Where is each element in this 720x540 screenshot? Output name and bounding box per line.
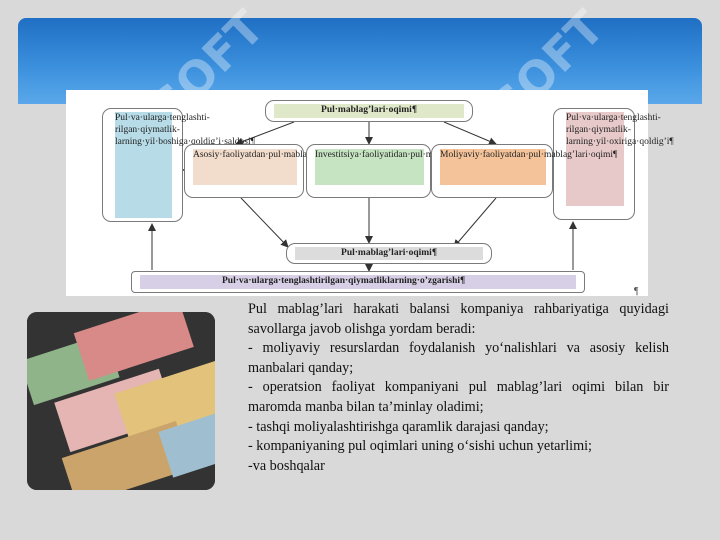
operating-activity-label: Asosiy·faoliyatdan·pul·mablag’lari·oqimi… bbox=[193, 149, 357, 185]
net-cash-flow-label: Pul·mablag’lari·oqimi¶ bbox=[295, 247, 483, 260]
net-cash-flow-box: Pul·mablag’lari·oqimi¶ bbox=[286, 243, 492, 264]
diagram-arrows bbox=[148, 121, 577, 272]
description-text: Pul mablag’lari harakati balansi kompani… bbox=[248, 300, 669, 476]
bullet-item: - tashqi moliyalashtirishga qaramlik dar… bbox=[248, 418, 549, 435]
cash-flow-title: Pul·mablag’lari·oqimi¶ bbox=[274, 104, 464, 118]
arrow bbox=[443, 121, 497, 145]
intro-paragraph: Pul mablag’lari harakati balansi kompani… bbox=[248, 301, 669, 337]
banknotes-image bbox=[27, 312, 215, 490]
change-in-cash-label: Pul·va·ularga·tenglashtirilgan·qiymatlik… bbox=[140, 275, 576, 289]
financing-activity-label: Moliyaviy·faoliyatdan·pul·mablag’lari·oq… bbox=[440, 149, 617, 185]
opening-balance-box: Pul·va·ularga·tenglashti-rilgan·qiymatli… bbox=[102, 108, 255, 222]
financing-activity-box: Moliyaviy·faoliyatdan·pul·mablag’lari·oq… bbox=[431, 144, 617, 198]
investing-activity-label: Investitsiya·faoliyatidan·pul·mablag’lar… bbox=[315, 149, 499, 185]
arrow bbox=[235, 121, 295, 146]
arrow bbox=[240, 197, 289, 248]
bullet-item: - kompaniyaning pul oqimlari uning o‘sis… bbox=[248, 438, 592, 455]
bullet-item: -va boshqalar bbox=[248, 457, 325, 474]
closing-balance-label: Pul·va·ularga·tenglashti-rilgan·qiymatli… bbox=[566, 112, 674, 206]
cash-flow-diagram: Pul·mablag’lari·oqimi¶ Pul·va·ularga·ten… bbox=[66, 90, 674, 296]
change-in-cash-box: Pul·va·ularga·tenglashtirilgan·qiymatlik… bbox=[131, 271, 585, 293]
cash-flow-title-box: Pul·mablag’lari·oqimi¶ bbox=[265, 100, 473, 122]
bullet-item: - operatsion faoliyat kompaniyani pul ma… bbox=[248, 379, 669, 415]
investing-activity-box: Investitsiya·faoliyatidan·pul·mablag’lar… bbox=[306, 144, 499, 198]
arrow bbox=[453, 197, 497, 248]
opening-balance-label: Pul·va·ularga·tenglashti-rilgan·qiymatli… bbox=[115, 112, 255, 218]
money-photo bbox=[27, 312, 215, 490]
header-banner bbox=[18, 18, 702, 104]
operating-activity-box: Asosiy·faoliyatdan·pul·mablag’lari·oqimi… bbox=[184, 144, 357, 198]
pilcrow-mark: ¶ bbox=[634, 286, 639, 297]
bullet-item: - moliyaviy resurslardan foydalanish yo‘… bbox=[248, 340, 669, 376]
closing-balance-box: Pul·va·ularga·tenglashti-rilgan·qiymatli… bbox=[553, 108, 674, 220]
